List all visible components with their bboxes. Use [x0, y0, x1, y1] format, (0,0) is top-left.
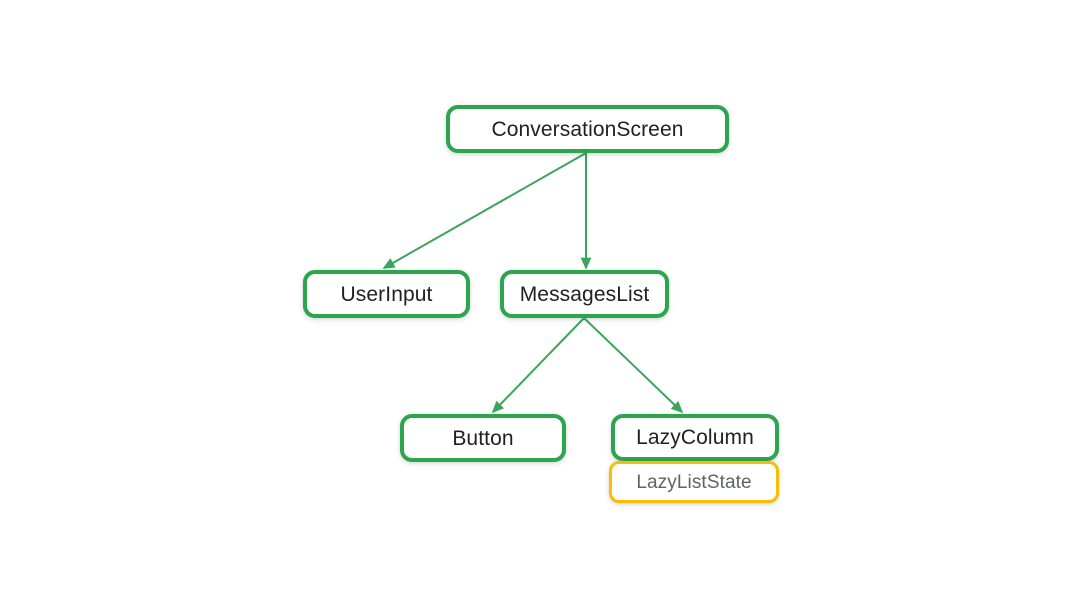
node-label: ConversationScreen — [491, 117, 684, 141]
edge-conversationscreen-userinput — [382, 152, 587, 269]
node-lazycolumn[interactable]: LazyColumn — [611, 414, 779, 461]
node-label: UserInput — [340, 282, 433, 306]
node-button[interactable]: Button — [400, 414, 566, 462]
node-conversationscreen[interactable]: ConversationScreen — [446, 105, 729, 153]
node-messageslist[interactable]: MessagesList — [500, 270, 669, 318]
node-label: LazyListState — [636, 471, 752, 493]
node-lazyliststate[interactable]: LazyListState — [609, 461, 779, 503]
edge-messageslist-button — [491, 317, 585, 414]
node-userinput[interactable]: UserInput — [303, 270, 470, 318]
node-label: LazyColumn — [636, 426, 754, 449]
edge-messageslist-lazycolumn — [583, 317, 684, 414]
node-label: MessagesList — [519, 282, 650, 306]
node-label: Button — [452, 426, 514, 450]
